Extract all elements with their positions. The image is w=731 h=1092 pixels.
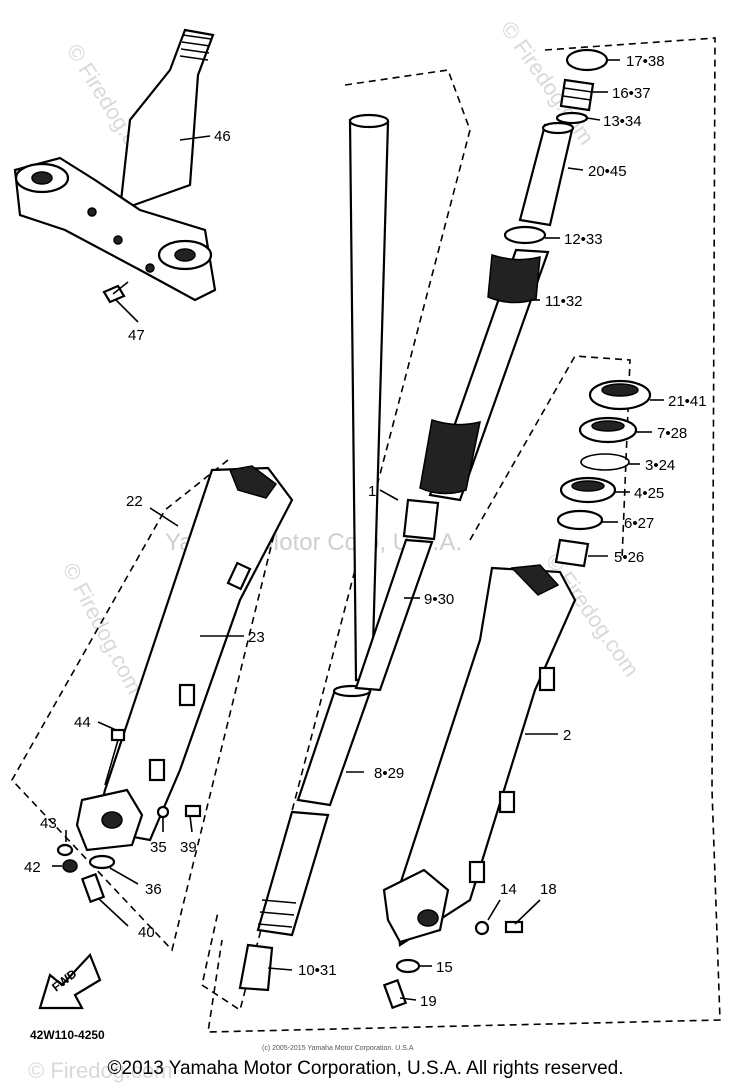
bushing-5	[554, 538, 590, 568]
callout-42: 42	[24, 859, 41, 876]
bearing-stack	[554, 379, 652, 568]
callout-10-31: 10•31	[298, 962, 337, 979]
callout-16-37: 16•37	[612, 85, 651, 102]
group-outline-inner	[201, 69, 471, 1012]
cap-17	[565, 48, 609, 72]
callout-3-24: 3•24	[645, 457, 675, 474]
callout-39: 39	[180, 839, 197, 856]
forward-arrow-icon: FWD	[38, 952, 102, 1010]
o-ring-13	[555, 111, 589, 125]
callout-4-25: 4•25	[634, 485, 664, 502]
callout-46: 46	[214, 128, 231, 145]
callout-22: 22	[126, 493, 143, 510]
callout-21-41: 21•41	[668, 393, 707, 410]
washer-12	[503, 225, 547, 245]
leader-lines	[52, 59, 664, 1001]
callout-35: 35	[150, 839, 167, 856]
damper-rod	[348, 113, 390, 682]
cap-bolt-16	[559, 78, 595, 112]
small-parts-left	[56, 804, 202, 904]
callout-8-29: 8•29	[374, 765, 404, 782]
group-outline-left	[11, 459, 281, 952]
bolt-44	[104, 728, 126, 786]
watermark-left: © Firedog.com	[58, 559, 148, 698]
callout-20-45: 20•45	[588, 163, 627, 180]
spacer-20	[518, 121, 575, 227]
callout-23: 23	[248, 629, 265, 646]
callout-40: 40	[138, 924, 155, 941]
callout-36: 36	[145, 881, 162, 898]
lower-pipe-10	[238, 810, 330, 992]
callout-5-26: 5•26	[614, 549, 644, 566]
callout-6-27: 6•27	[624, 515, 654, 532]
callout-19: 19	[420, 993, 437, 1010]
small-parts-right	[382, 920, 524, 1010]
callout-17-38: 17•38	[626, 53, 665, 70]
callout-11-32: 11•32	[545, 293, 583, 310]
callout-44: 44	[74, 714, 91, 731]
outer-tube-right	[382, 564, 577, 947]
callout-2: 2	[563, 727, 571, 744]
washer-6	[556, 509, 604, 531]
fine-print: (c) 2005-2015 Yamaha Motor Corporation. …	[262, 1045, 414, 1052]
callout-1: 1	[368, 483, 376, 500]
watermark-bottom: © Firedog.com	[28, 1058, 173, 1083]
fork-spring	[354, 248, 550, 692]
callout-43: 43	[40, 815, 57, 832]
group-outline-right	[207, 37, 721, 1033]
callout-labels: 46 47 22 23 44 43 35 39 42 36 40 1 9•30 …	[24, 53, 707, 1010]
clip-3	[580, 453, 630, 471]
callout-13-34: 13•34	[603, 113, 642, 130]
outer-tube-left	[75, 465, 294, 852]
steering-stem	[13, 28, 217, 302]
callout-9-30: 9•30	[424, 591, 454, 608]
callout-14: 14	[500, 881, 517, 898]
callout-47: 47	[128, 327, 145, 344]
bolt-47	[102, 281, 129, 304]
callout-7-28: 7•28	[657, 425, 687, 442]
callout-12-33: 12•33	[564, 231, 603, 248]
copyright-notice: ©2013 Yamaha Motor Corporation, U.S.A. A…	[107, 1058, 624, 1079]
reference-code: 42W110-4250	[30, 1028, 105, 1042]
callout-15: 15	[436, 959, 453, 976]
callout-18: 18	[540, 881, 557, 898]
